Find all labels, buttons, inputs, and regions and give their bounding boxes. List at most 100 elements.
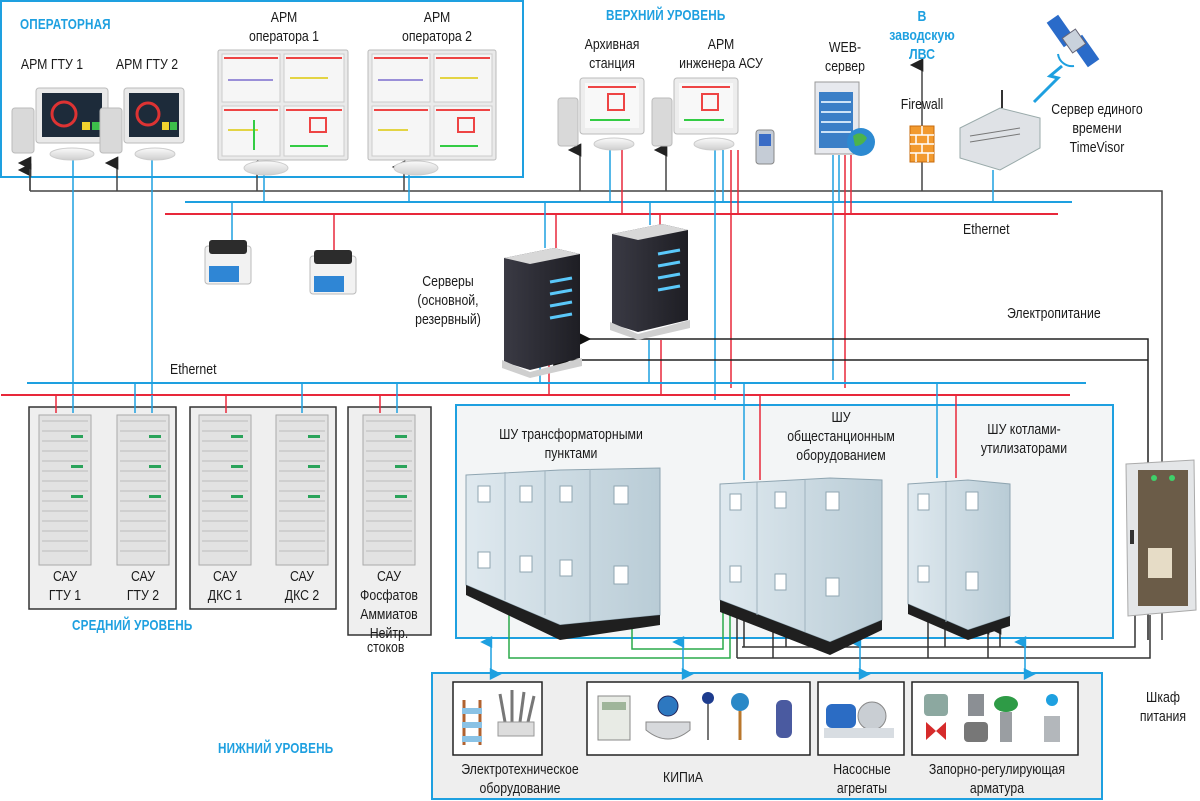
plant-lan-label-line: ЛВС (909, 46, 935, 63)
wireless-signal-icon (1032, 64, 1063, 104)
station-cabinet-label-line: ШУ (831, 409, 851, 426)
sau-gtu2-label-line: ГТУ 2 (126, 587, 160, 604)
arm-gtu2-label-line: АРМ ГТУ 2 (115, 56, 179, 73)
upper-level-title: ВЕРХНИЙ УРОВЕНЬ (606, 7, 726, 24)
arm-gtu1-label-line: АРМ ГТУ 1 (20, 56, 84, 73)
boiler-cabinet-label-line: утилизаторами (980, 440, 1068, 457)
engineer-arm-label-line: АРМ (707, 36, 735, 53)
boiler-cabinet-label: ШУ котлами-утилизаторами (971, 420, 1078, 458)
arm-gtu2-label: АРМ ГТУ 2 (102, 55, 192, 74)
web-server-icon (814, 81, 875, 156)
web-server-label-line: сервер (825, 58, 865, 75)
transformer-control-cabinet-icon (465, 467, 661, 640)
valves-label: Запорно-регулирующая арматура (923, 760, 1071, 798)
middle-level-title: СРЕДНИЙ УРОВЕНЬ (72, 617, 193, 634)
field-bus-arrows (480, 636, 1036, 680)
arm-operator2-label-line: оператора 2 (401, 28, 473, 45)
rack-cabinet-icon (38, 414, 92, 566)
transformer-cabinet-label-line: пунктами (544, 445, 598, 462)
electrical-equipment-label-line: оборудование (479, 780, 561, 797)
quad-monitor-icon (217, 49, 349, 176)
station-cabinet-label: ШУ общестанционным оборудованием (780, 408, 903, 465)
archive-station-label: Архивная станция (563, 35, 661, 73)
transformer-cabinet-label: ШУ трансформаторными пунктами (489, 425, 653, 463)
time-server-label-line: Сервер единого (1051, 101, 1143, 118)
boiler-cabinet-label-line: ШУ котлами- (987, 421, 1061, 438)
pump-icon (824, 701, 894, 738)
power-cabinet-icon (1125, 459, 1197, 617)
power-cabinet-label-line: Шкаф (1146, 689, 1180, 706)
servers-label-line: резервный) (415, 311, 481, 328)
sau-racks (38, 414, 416, 566)
power-wiring-1 (742, 615, 1136, 648)
engineer-arm-label: АРМ инженера АСУ (664, 35, 779, 73)
instrumentation-icon (597, 692, 792, 741)
sau-phosphates-label-line: Нейтр. (369, 625, 409, 642)
rack-cabinet-icon (362, 414, 416, 566)
boiler-control-cabinet-icon (907, 479, 1011, 640)
firewall-icon (909, 125, 935, 163)
time-server-label-line: TimeVisor (1069, 139, 1125, 156)
firewall-label: Firewall (885, 95, 959, 114)
rack-cabinet-icon (275, 414, 329, 566)
valves-label-line: Запорно-регулирующая (928, 761, 1066, 778)
electrical-equipment-label: Электротехническое оборудование (454, 760, 585, 798)
printer-icon (309, 250, 357, 295)
arm-operator2-label-line: АРМ (423, 9, 451, 26)
arm-gtu1-label: АРМ ГТУ 1 (7, 55, 97, 74)
web-server-label: WEB-сервер (812, 38, 878, 76)
valves-label-line: арматура (969, 780, 1025, 797)
electrical-equipment-label-line: Электротехническое (461, 761, 579, 778)
lower-level-title: НИЖНИЙ УРОВЕНЬ (218, 740, 334, 757)
power-cabinet-label: Шкаф питания (1130, 688, 1196, 726)
plant-lan-label-line: заводскую (889, 27, 955, 44)
electrical-equipment-icon (462, 690, 536, 745)
workstation-dark-scada-icon (99, 87, 185, 161)
electrical-equipment-box (452, 681, 543, 756)
arm-operator1-label-line: оператора 1 (248, 28, 320, 45)
transformer-cabinet-label-line: ШУ трансформаторными (499, 426, 643, 443)
operator-room-title: ОПЕРАТОРНАЯ (20, 16, 111, 33)
servers-label-line: Серверы (422, 273, 474, 290)
upper-ethernet-label: Ethernet (963, 221, 1010, 238)
station-cabinet-label-line: общестанционным (787, 428, 895, 445)
sau-phosphates-label-line: САУ (376, 568, 402, 585)
printer-icon (204, 240, 252, 285)
workstation-dark-scada-icon (11, 87, 109, 161)
sau-gtu2-label: САУ ГТУ 2 (114, 567, 171, 605)
sau-dks2-label-line: ДКС 2 (284, 587, 320, 604)
mobile-phone-icon (755, 129, 775, 165)
archive-station-label-line: станция (589, 55, 635, 72)
pumps-label-line: агрегаты (836, 780, 888, 797)
time-server-label-line: времени (1072, 120, 1122, 137)
server-tower-icon (502, 248, 582, 378)
rack-cabinet-icon (116, 414, 170, 566)
time-server-icon (959, 90, 1041, 171)
sau-dks1-label-line: ДКС 1 (207, 587, 243, 604)
sau-stokov-label: стоков (367, 639, 405, 656)
station-cabinet-label-line: оборудованием (796, 447, 886, 464)
instrumentation-label: КИПиА (650, 768, 716, 787)
sau-gtu1-label-line: ГТУ 1 (48, 587, 82, 604)
instrumentation-box (586, 681, 811, 756)
power-cabinet-label-line: питания (1139, 708, 1187, 725)
operator-room-frame (0, 0, 524, 178)
quad-monitor-icon (367, 49, 497, 176)
plant-lan-label-line: В (917, 8, 927, 25)
field-wiring-green-1 (508, 596, 731, 659)
sau-gtu1-label-line: САУ (52, 568, 78, 585)
servers-label: Серверы(основной,резервный) (399, 272, 497, 329)
power-supply-label: Электропитание (1007, 305, 1101, 322)
engineer-arm-label-line: инженера АСУ (679, 55, 763, 72)
sau-phosphates-label-line: Фосфатов (360, 587, 418, 604)
station-equipment-control-cabinet-icon (719, 477, 883, 655)
workstation-icon (651, 77, 739, 151)
sau-gtu2-label-line: САУ (130, 568, 156, 585)
archive-station-label-line: Архивная (584, 36, 640, 53)
